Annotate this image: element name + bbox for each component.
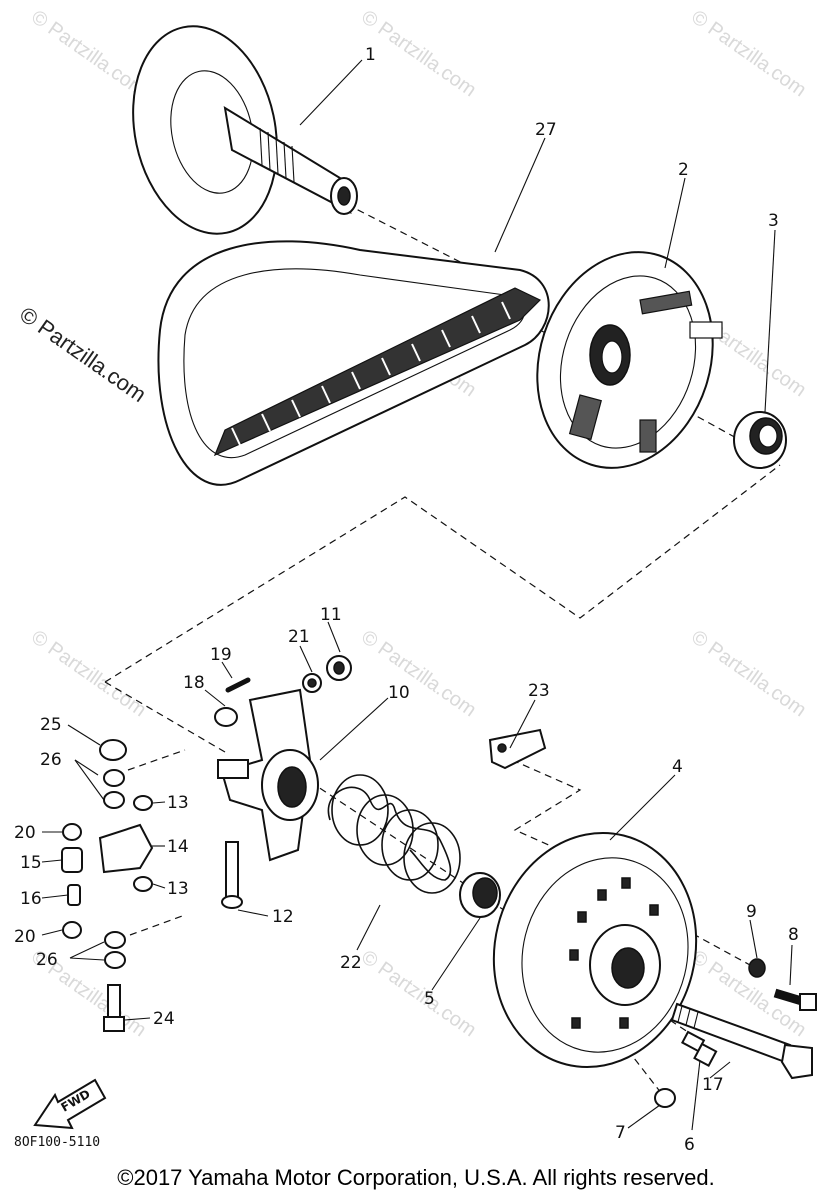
small-washer (654, 1088, 676, 1108)
callout-2: 2 (678, 160, 689, 180)
weight-hardware-stack (61, 739, 154, 1032)
sheave-bolt (773, 988, 817, 1011)
callout-27: 27 (535, 120, 557, 140)
movable-sheave (492, 831, 698, 1069)
roller-pin (225, 677, 251, 693)
watermark-tile: © Partzilla.com (357, 946, 480, 1041)
leader-lines (41, 59, 793, 1131)
bushing (733, 411, 787, 469)
watermark-tile: © Partzilla.com (27, 6, 150, 101)
centrifugal-weight (488, 728, 547, 770)
callout-18: 18 (183, 673, 205, 693)
primary-sheave-shaft (132, 25, 358, 235)
callout-10: 10 (388, 683, 410, 703)
spider (217, 688, 319, 862)
watermark-tile: © Partzilla.com (687, 626, 810, 721)
watermark-tile: © Partzilla.com (27, 626, 150, 721)
callout-20-bottom: 20 (14, 927, 36, 947)
callout-26-top: 26 (40, 750, 62, 770)
callout-11: 11 (320, 605, 342, 625)
roller-washer (302, 673, 322, 693)
small-bolt (681, 1030, 718, 1067)
callout-22: 22 (340, 953, 362, 973)
copyright-notice: ©2017 Yamaha Motor Corporation, U.S.A. A… (117, 1165, 714, 1190)
watermark-tile: © Partzilla.com (357, 626, 480, 721)
callout-15: 15 (20, 853, 42, 873)
sheave-cover (536, 251, 723, 469)
callout-20-top: 20 (14, 823, 36, 843)
callout-9: 9 (746, 902, 757, 922)
callout-26-bottom: 26 (36, 950, 58, 970)
callout-7: 7 (615, 1123, 626, 1143)
callout-24: 24 (153, 1009, 175, 1029)
sheave-center-bolt (670, 1002, 813, 1080)
spider-bolt (221, 841, 243, 909)
callout-16: 16 (20, 889, 42, 909)
callout-23: 23 (528, 681, 550, 701)
callout-14: 14 (167, 837, 189, 857)
drive-belt (157, 240, 550, 486)
spider-roller (326, 655, 352, 681)
callout-13-bottom: 13 (167, 879, 189, 899)
callout-13-top: 13 (167, 793, 189, 813)
diagram-part-code: 8OF100-5110 (14, 1135, 100, 1150)
callout-12: 12 (272, 907, 294, 927)
callout-5: 5 (424, 989, 435, 1009)
pin-washer (214, 707, 238, 727)
fwd-arrow-icon: FWD (33, 1078, 107, 1130)
callout-3: 3 (768, 211, 779, 231)
callout-19: 19 (210, 645, 232, 665)
part-callouts: 1 27 2 3 11 21 19 18 10 23 25 26 4 13 20… (14, 45, 799, 1155)
watermark-side: © Partzilla.com (15, 302, 151, 408)
callout-6: 6 (684, 1135, 695, 1155)
clutch-spring (327, 774, 461, 894)
callout-1: 1 (365, 45, 376, 65)
callout-25: 25 (40, 715, 62, 735)
sheave-bushing (459, 872, 501, 918)
watermark-tile: © Partzilla.com (687, 6, 810, 101)
callout-8: 8 (788, 925, 799, 945)
callout-17: 17 (702, 1075, 724, 1095)
bolt-washer (748, 958, 766, 978)
callout-21: 21 (288, 627, 310, 647)
callout-4: 4 (672, 757, 683, 777)
